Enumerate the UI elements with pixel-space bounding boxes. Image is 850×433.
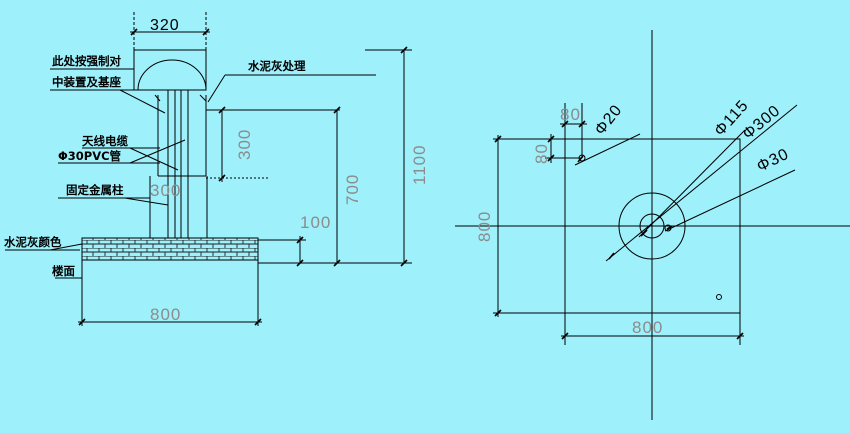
concrete-base [81, 237, 259, 297]
elevation-view: 320 [5, 12, 412, 326]
note-cement-color: 水泥灰颜色 [4, 235, 62, 249]
dim-right-chain [206, 46, 412, 267]
dim-base-height-label: 100 [300, 213, 331, 232]
dim-hole-20-label: Φ20 [592, 102, 626, 139]
cement-leader [207, 74, 376, 103]
antenna-pole [167, 90, 189, 245]
metal-column [149, 176, 208, 238]
dim-top-width-label: 320 [150, 17, 180, 34]
note-metal-column: 固定金属柱 [66, 183, 124, 197]
dim-middle-height-label: 700 [343, 174, 362, 205]
note-floor: 楼面 [52, 264, 75, 278]
plan-centerlines [455, 30, 850, 420]
note-antenna-cable: 天线电缆 [82, 134, 128, 148]
note-centering-line2: 中装置及基座 [52, 75, 121, 89]
dim-plan-offset-x-label: 80 [560, 105, 581, 124]
dim-plan-width [561, 313, 744, 345]
dim-plan-offset-y-label: 80 [532, 143, 551, 164]
note-leaders [5, 68, 186, 279]
note-centering-line1: 此处按强制对 [52, 54, 121, 68]
dim-dia-30-label: Φ30 [754, 146, 792, 176]
plan-circle-300 [618, 192, 686, 260]
diameter-leaders [574, 104, 798, 262]
dim-plan-height-label: 800 [475, 211, 494, 242]
dim-upper-height-label: 300 [235, 129, 254, 160]
dim-base-width [78, 297, 262, 326]
plan-circle-115 [639, 213, 665, 239]
note-cement-treatment: 水泥灰处理 [248, 59, 306, 73]
dim-column-width-label: 300 [150, 181, 181, 200]
centering-device-head [133, 49, 207, 91]
dim-total-height-label: 1100 [410, 144, 429, 185]
dim-base-width-label: 800 [150, 305, 181, 324]
dim-plan-width-label: 800 [632, 318, 663, 337]
plan-base-square [564, 138, 741, 314]
note-pvc-pipe: Φ30PVC管 [58, 149, 122, 163]
dim-plan-offsets [545, 103, 587, 163]
dim-top-width [130, 12, 210, 50]
plan-view [455, 30, 850, 420]
plan-hole-corner [716, 294, 722, 300]
